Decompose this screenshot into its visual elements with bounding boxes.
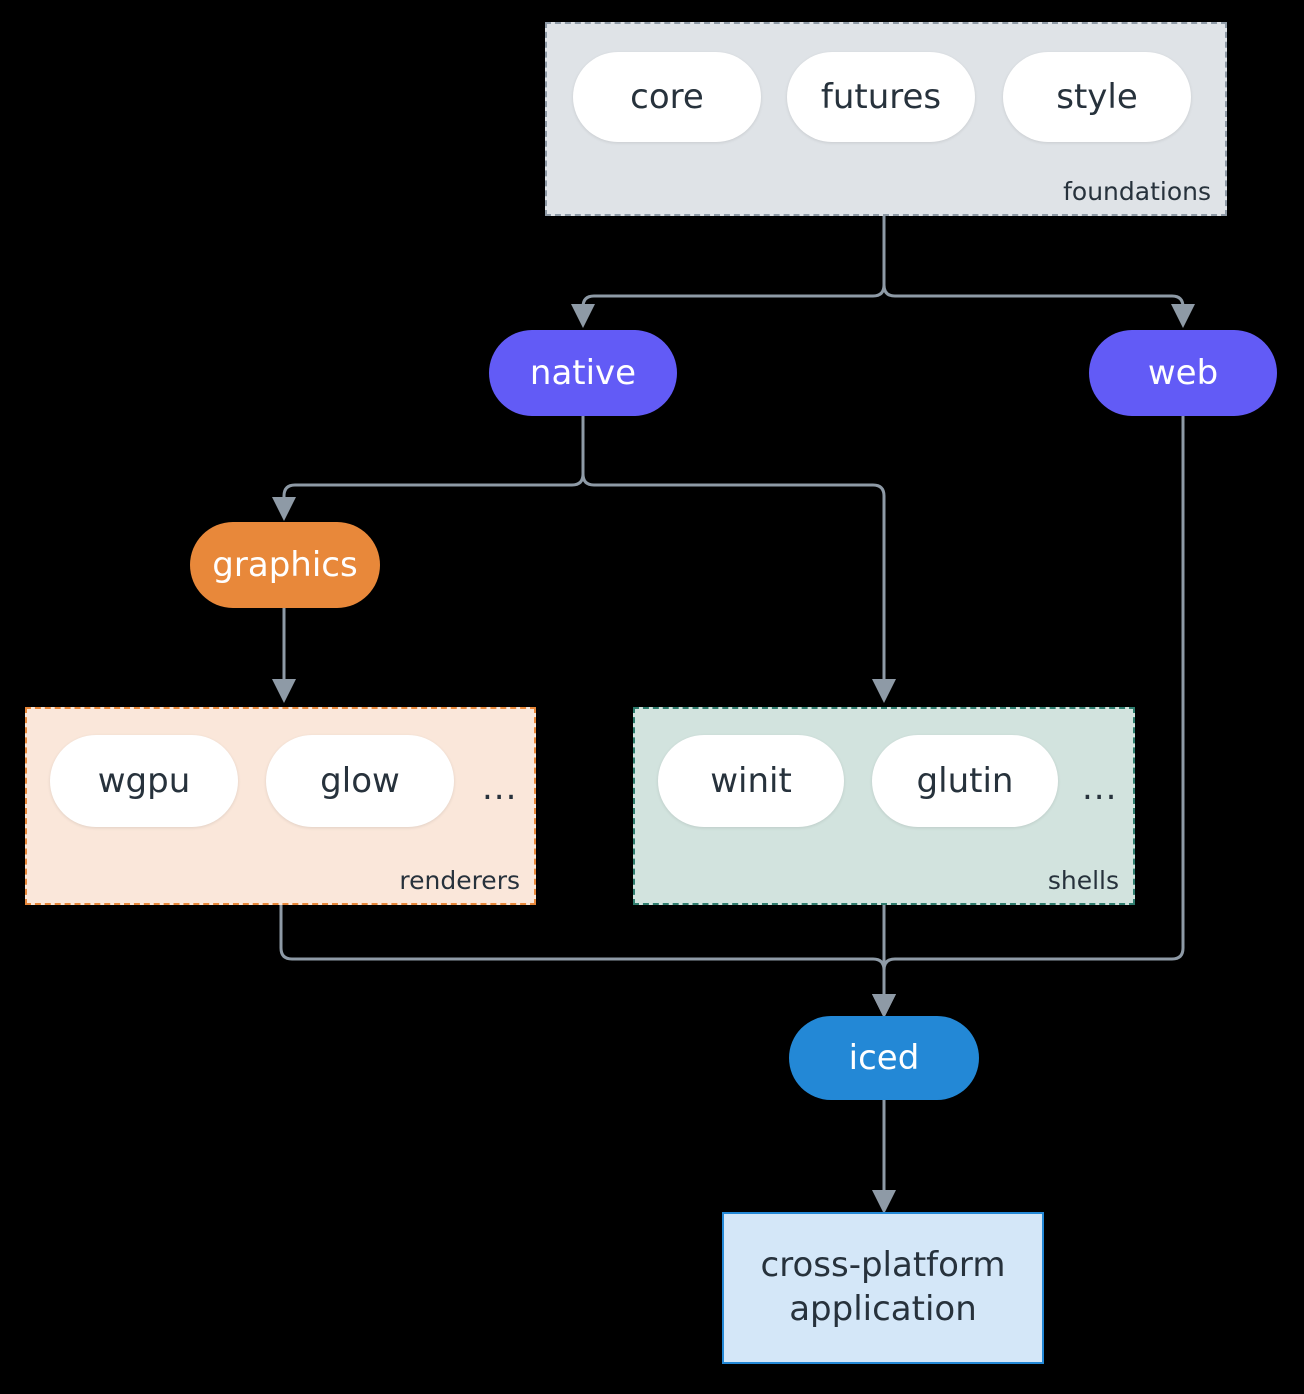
node-application-label-line2: application [789,1289,977,1329]
node-application-label-line1: cross-platform [760,1245,1006,1286]
node-style[interactable]: style [1003,52,1191,142]
shells-ellipsis: ... [1082,768,1118,808]
node-futures-label: futures [820,77,942,117]
node-web-label: web [1147,353,1219,393]
node-native-label: native [529,353,637,393]
node-graphics-label: graphics [212,545,358,585]
node-web[interactable]: web [1089,330,1277,416]
node-glutin[interactable]: glutin [872,735,1058,827]
node-winit-label: winit [710,761,792,801]
node-glutin-label: glutin [916,761,1014,801]
node-native[interactable]: native [489,330,677,416]
group-foundations-label: foundations [1063,177,1211,206]
group-shells-label: shells [1047,866,1119,895]
node-application[interactable]: cross-platform application [722,1212,1044,1364]
node-style-label: style [1056,77,1138,117]
edge-renderers-iced [279,903,896,1018]
node-glow-label: glow [320,761,400,801]
edge-native-graphics [272,412,585,521]
node-iced[interactable]: iced [789,1016,979,1100]
edge-foundations-native [571,214,886,328]
node-winit[interactable]: winit [658,735,844,827]
node-wgpu-label: wgpu [97,761,191,801]
node-core[interactable]: core [573,52,761,142]
node-iced-label: iced [848,1038,920,1078]
edge-web-iced [872,412,1185,1018]
edge-foundations-web [882,214,1195,328]
renderers-ellipsis: ... [482,768,518,808]
node-wgpu[interactable]: wgpu [50,735,238,827]
node-graphics[interactable]: graphics [190,522,380,608]
edge-native-shells [581,412,896,703]
node-glow[interactable]: glow [266,735,454,827]
node-futures[interactable]: futures [787,52,975,142]
node-core-label: core [630,77,704,117]
group-renderers-label: renderers [399,866,520,895]
